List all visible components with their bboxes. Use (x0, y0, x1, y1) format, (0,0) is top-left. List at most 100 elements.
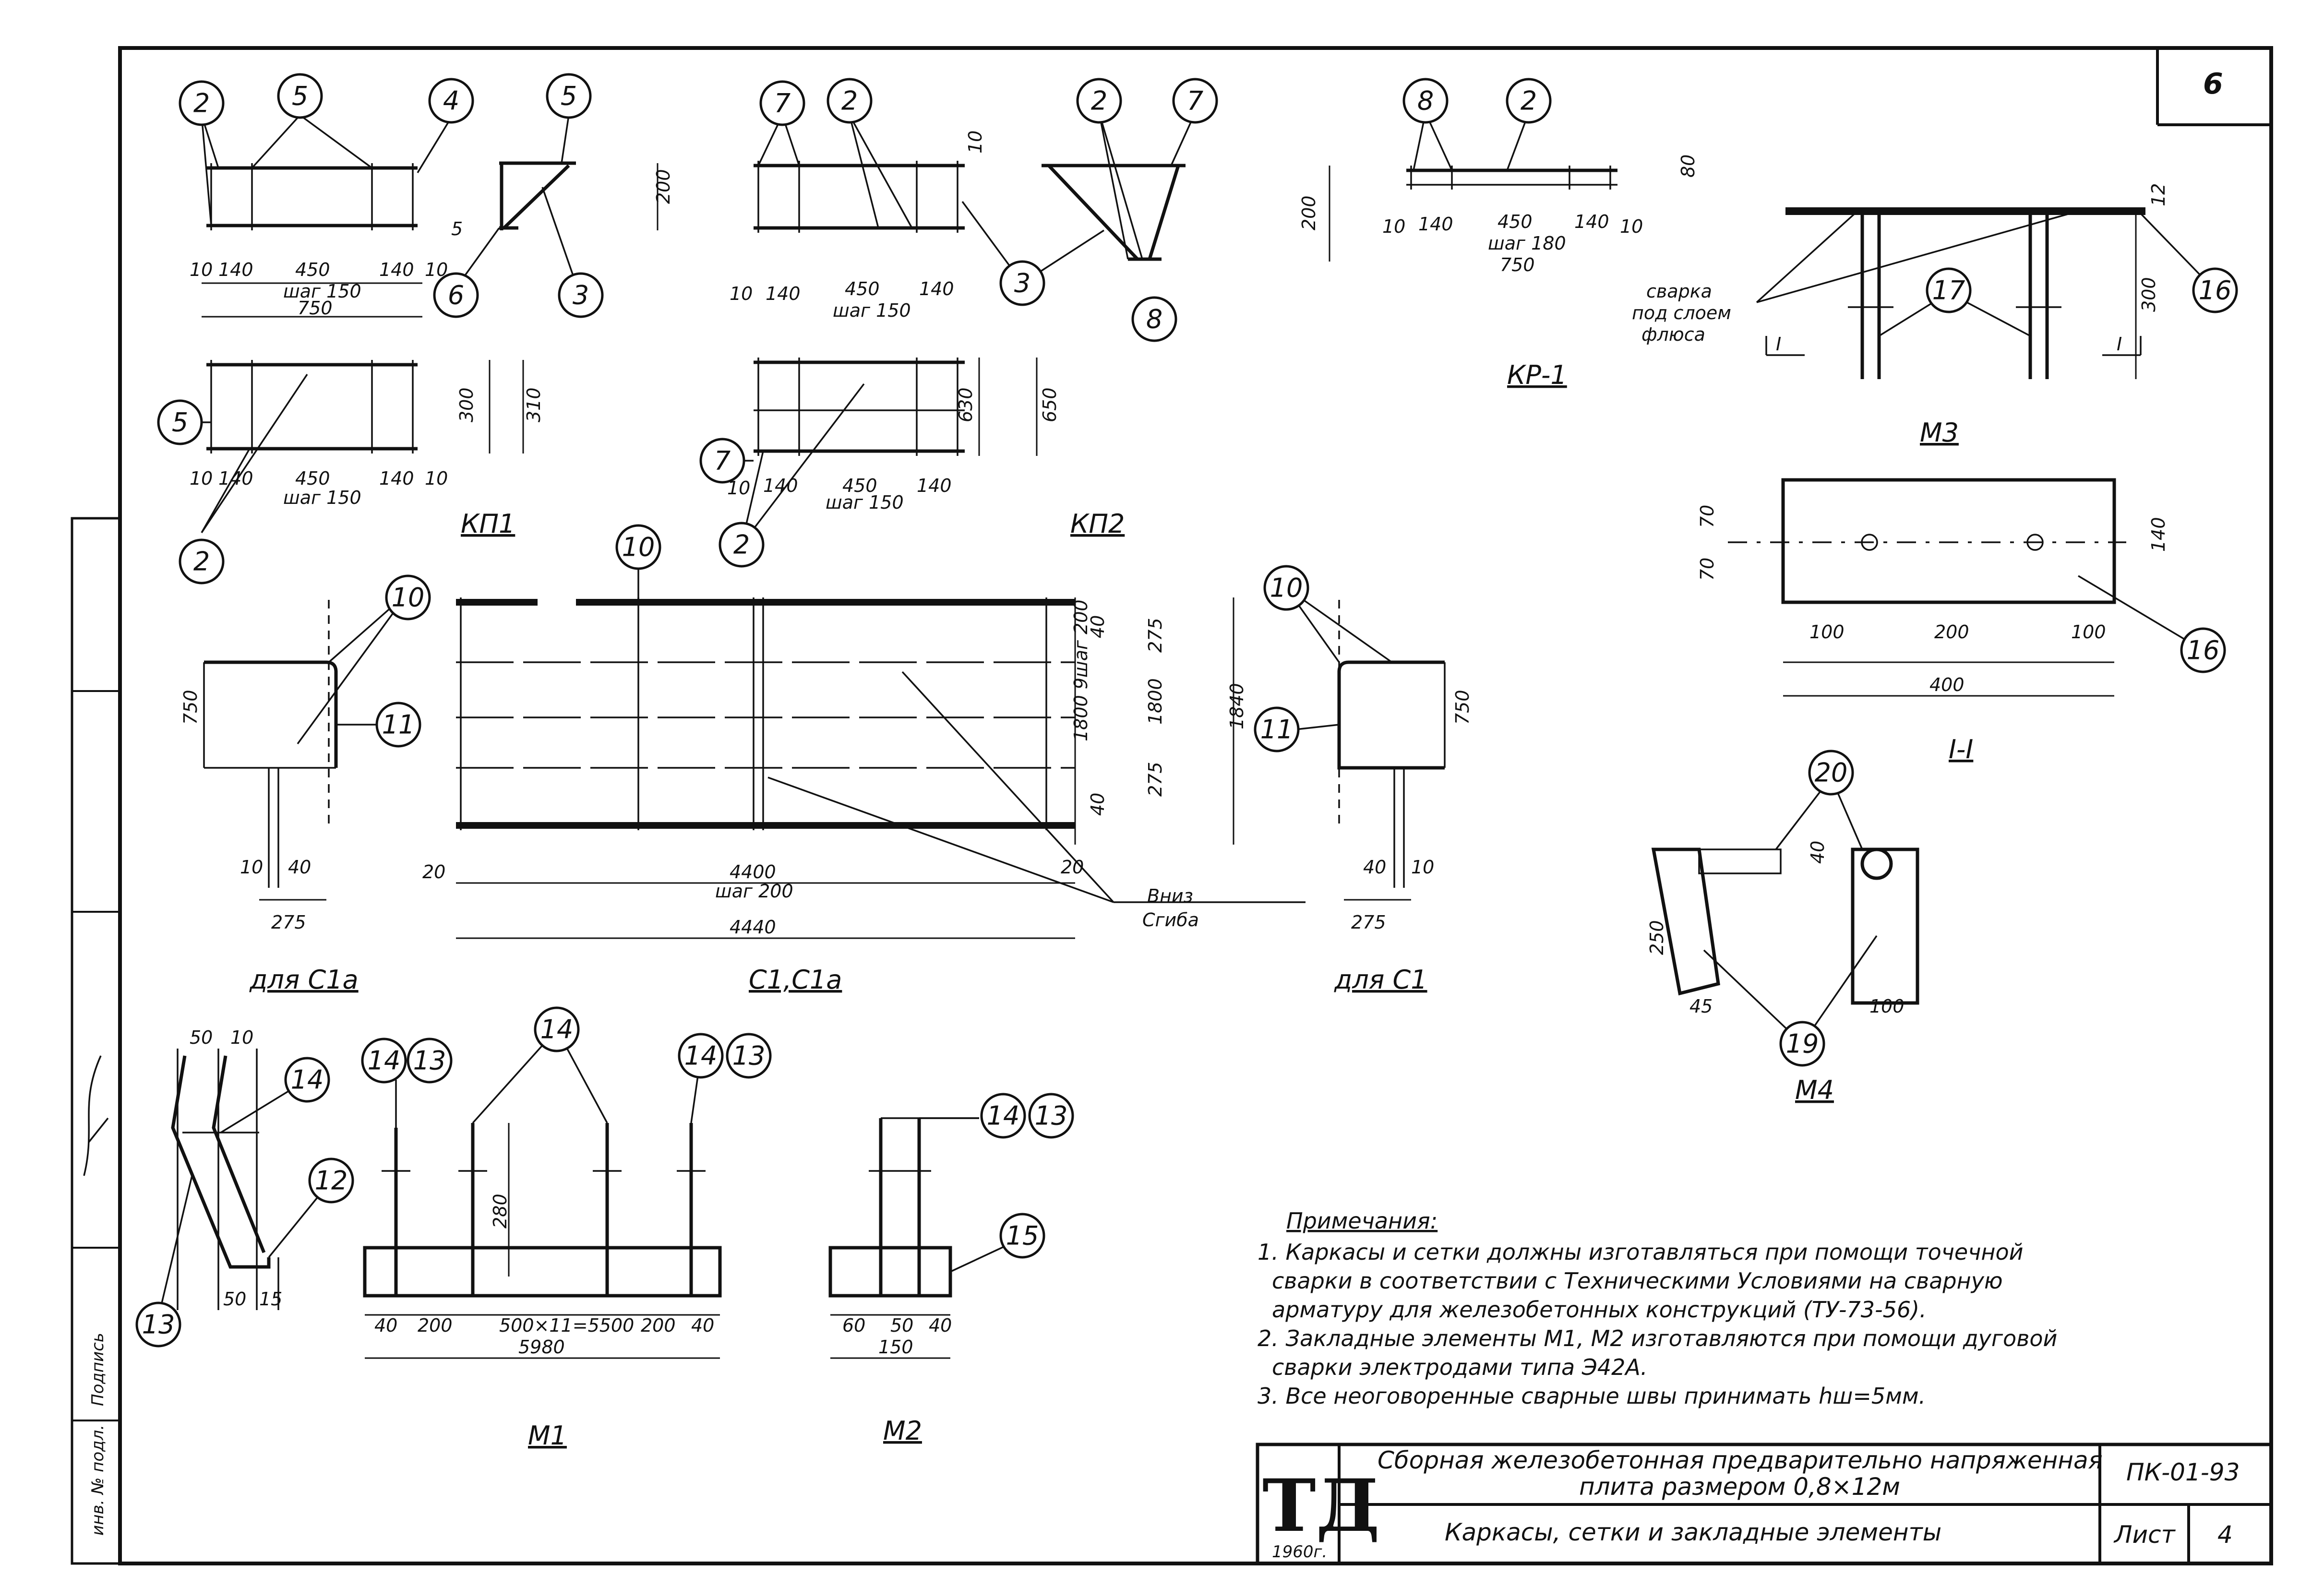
m3-detail: 300 12 сварка под слоем флюса I I М3 (1632, 183, 2169, 448)
callout-3: 3 (999, 260, 1045, 306)
callout-5: 5 (157, 399, 203, 445)
svg-text:флюса: флюса (1641, 324, 1705, 345)
sheet-frame: 6 инв. № подл. Подпись (71, 46, 2273, 1565)
svg-text:1840: 1840 (1226, 683, 1247, 729)
svg-text:5: 5 (451, 218, 463, 239)
svg-text:70: 70 (1697, 505, 1718, 528)
svg-text:20: 20 (1815, 758, 1848, 788)
svg-text:3: 3 (573, 280, 589, 310)
svg-text:275: 275 (1145, 762, 1166, 797)
svg-text:15: 15 (259, 1289, 282, 1310)
note-line-5: сварки электродами типа Э42А. (1272, 1354, 1648, 1380)
title-s1: С1,С1а (749, 965, 842, 995)
notes-title: Примечания: (1286, 1208, 1438, 1234)
svg-text:630: 630 (955, 387, 976, 422)
svg-text:шаг 150: шаг 150 (833, 300, 911, 321)
svg-text:14: 14 (540, 1014, 574, 1045)
svg-text:450: 450 (845, 278, 880, 299)
title-block: ТД 1960г. Сборная железобетонная предвар… (1256, 1443, 2273, 1565)
title-for-c1a: для С1а (249, 965, 359, 995)
svg-text:14: 14 (368, 1046, 401, 1076)
note-line-1: 1. Каркасы и сетки должны изготавляться … (1258, 1239, 2024, 1265)
svg-text:5: 5 (561, 81, 577, 111)
svg-text:250: 250 (1646, 920, 1667, 955)
svg-text:10: 10 (230, 1027, 253, 1048)
svg-text:10: 10 (392, 583, 425, 613)
svg-text:200: 200 (653, 169, 674, 204)
note-line-3: арматуру для железобетонных конструкций … (1272, 1297, 1927, 1323)
svg-text:750: 750 (298, 298, 333, 319)
title-year: 1960г. (1272, 1542, 1327, 1562)
svg-text:7: 7 (774, 88, 791, 119)
svg-text:2: 2 (193, 88, 210, 119)
note-line-4: 2. Закладные элементы М1, М2 изготавляют… (1258, 1325, 2057, 1351)
svg-text:13: 13 (1035, 1101, 1068, 1131)
svg-text:140: 140 (917, 475, 952, 496)
svg-text:450: 450 (295, 468, 330, 489)
title-m3: М3 (1920, 418, 1959, 448)
svg-text:Вниз: Вниз (1147, 885, 1193, 907)
svg-text:7: 7 (1187, 86, 1203, 116)
svg-text:50: 50 (890, 1315, 913, 1336)
svg-text:310: 310 (523, 387, 544, 422)
callout-8: 8 (1131, 296, 1177, 342)
callout-14: 14 (361, 1038, 407, 1084)
callout-7: 7 (699, 438, 745, 484)
sheet-number: 4 (2217, 1521, 2233, 1549)
svg-text:12: 12 (2148, 183, 2169, 206)
svg-text:4: 4 (443, 86, 459, 116)
svg-text:1800: 1800 (1145, 678, 1166, 725)
callout-2: 2 (179, 80, 225, 126)
callout-2: 2 (179, 538, 225, 585)
callout-2: 2 (719, 522, 765, 568)
svg-text:10: 10 (1411, 857, 1434, 878)
svg-text:10: 10 (190, 259, 213, 280)
svg-text:5: 5 (172, 407, 188, 438)
callout-5: 5 (277, 73, 323, 119)
c1-mesh-plan: 1800 9шаг 200 40 275 1800 275 40 1840 20… (422, 597, 1306, 995)
svg-text:400: 400 (1929, 674, 1965, 695)
title-for-c1: для С1 (1334, 965, 1427, 995)
svg-text:60: 60 (842, 1315, 865, 1336)
svg-text:275: 275 (1145, 618, 1166, 653)
svg-text:7: 7 (714, 446, 731, 476)
svg-text:2: 2 (841, 86, 858, 116)
sheet-corner-number: 6 (2203, 67, 2223, 101)
callout-13: 13 (726, 1033, 772, 1079)
svg-text:I: I (2117, 334, 2122, 355)
svg-text:500×11=5500: 500×11=5500 (499, 1315, 634, 1336)
svg-text:шаг 150: шаг 150 (826, 492, 904, 513)
section-1-1: 100 200 100 400 70 70 140 I-I (1697, 478, 2169, 764)
callout-7: 7 (1172, 78, 1218, 124)
svg-text:10: 10 (965, 131, 986, 154)
title-m2: М2 (883, 1416, 922, 1446)
svg-text:750: 750 (1452, 690, 1473, 725)
svg-text:13: 13 (142, 1310, 175, 1340)
svg-text:под слоем: под слоем (1632, 302, 1731, 323)
svg-text:200: 200 (1934, 621, 1969, 643)
callouts: 2 5 4 5 6 3 7 2 3 8 2 7 8 2 16 17 5 2 7 … (135, 73, 2238, 1348)
kr1-detail: 10 140 450 140 10 шаг 180 750 КР-1 80 (1382, 155, 1699, 390)
svg-text:8: 8 (1417, 86, 1434, 116)
margin-label-signature: Подпись (88, 1333, 108, 1406)
svg-text:300: 300 (456, 387, 477, 422)
svg-text:40: 40 (1087, 615, 1108, 638)
callout-16: 16 (2192, 267, 2238, 313)
callout-3: 3 (558, 272, 604, 318)
svg-text:шаг 150: шаг 150 (283, 487, 361, 508)
svg-text:13: 13 (413, 1046, 446, 1076)
svg-text:40: 40 (374, 1315, 397, 1336)
svg-text:2: 2 (1521, 86, 1537, 116)
callout-10: 10 (615, 524, 661, 570)
svg-text:650: 650 (1039, 387, 1060, 422)
svg-text:140: 140 (766, 283, 801, 304)
svg-text:140: 140 (218, 468, 253, 489)
svg-text:4400: 4400 (730, 861, 776, 883)
svg-text:40: 40 (691, 1315, 714, 1336)
m4-detail: 250 45 100 40 М4 (1646, 841, 1919, 1105)
svg-text:8: 8 (1146, 304, 1162, 334)
sheet-label: Лист (2113, 1521, 2176, 1549)
kp2-plan: 630 650 10 140 450 140 шаг 150 КП2 (727, 358, 1125, 539)
callout-14: 14 (284, 1057, 330, 1103)
callout-13: 13 (1028, 1093, 1074, 1139)
